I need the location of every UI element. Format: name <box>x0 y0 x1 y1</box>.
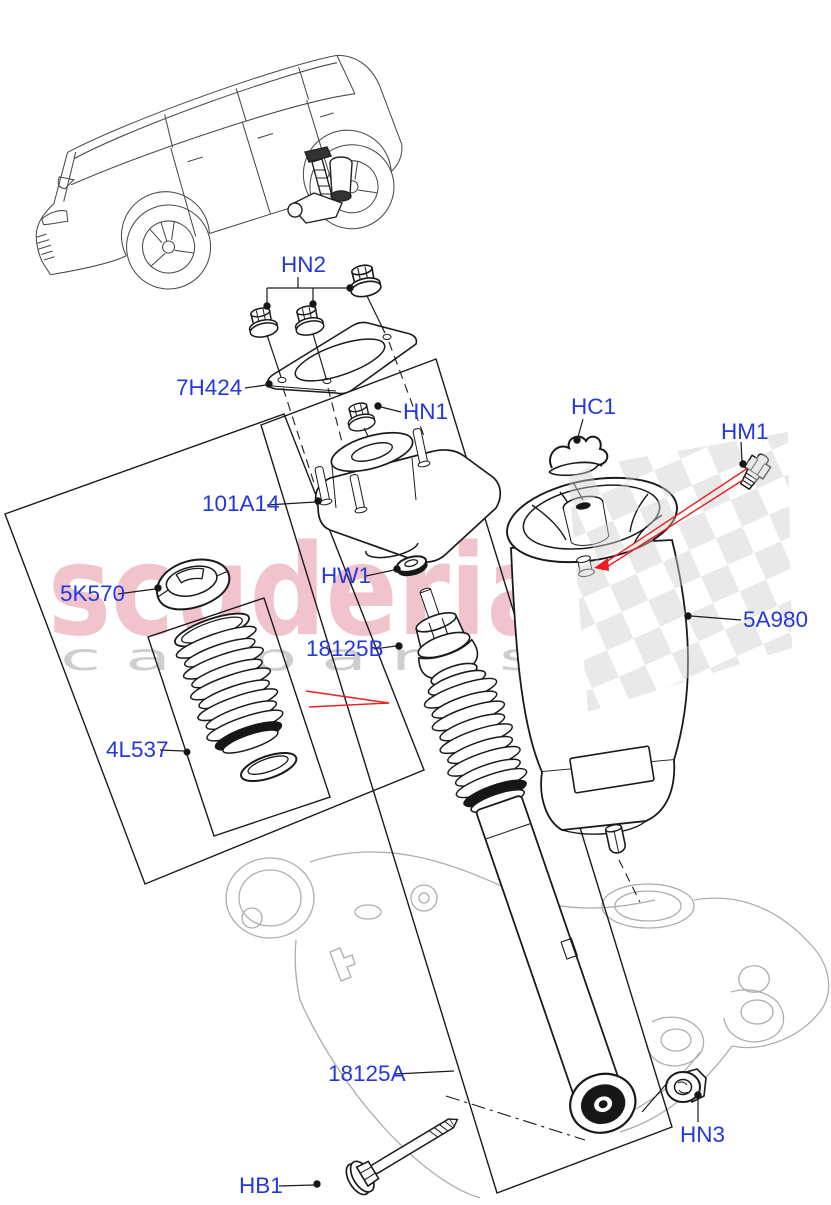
shock-absorber <box>415 587 637 1134</box>
watermark-brand-text: scuderia <box>48 517 558 664</box>
flange-nut-hn1 <box>343 399 378 435</box>
red-arrows <box>305 467 749 708</box>
mount-stud <box>349 474 368 514</box>
boot-kit-4l537 <box>174 612 298 783</box>
part-label-7h424[interactable]: 7H424 <box>176 375 242 400</box>
part-label-hn1[interactable]: HN1 <box>403 399 448 424</box>
part-label-hm1[interactable]: HM1 <box>721 419 769 444</box>
bolt-hb1 <box>345 1118 459 1196</box>
kit-box-inner-4L537 <box>147 597 331 837</box>
leader-lines <box>117 277 747 1188</box>
top-strut-mount <box>314 428 502 563</box>
part-label-18125b[interactable]: 18125B <box>306 636 384 661</box>
part-label-hb1[interactable]: HB1 <box>239 1173 283 1198</box>
gasket-plate <box>266 321 418 395</box>
part-label-hw1[interactable]: HW1 <box>321 563 371 588</box>
flange-nut-1 <box>244 304 280 341</box>
mount-stud <box>412 428 431 468</box>
flange-nut-hn3 <box>641 1068 707 1113</box>
part-code-labels: HN2 7H424 HN1 101A14 HC1 HM1 5K570 HW1 1… <box>60 252 808 1198</box>
mount-stud <box>314 466 333 506</box>
part-label-101a14[interactable]: 101A14 <box>202 491 280 516</box>
shock-box <box>260 358 673 1194</box>
red-arrowhead <box>594 558 609 571</box>
part-label-hn3[interactable]: HN3 <box>680 1122 725 1147</box>
part-label-hc1[interactable]: HC1 <box>571 394 616 419</box>
spring-seat-cap <box>156 558 231 611</box>
vehicle-suspension-callout <box>287 146 353 224</box>
part-label-5k570[interactable]: 5K570 <box>60 581 125 606</box>
checker-flag-watermark <box>568 432 792 712</box>
kit-box-outer <box>4 413 425 885</box>
part-label-5a980[interactable]: 5A980 <box>743 607 808 632</box>
kit-boxes <box>4 358 673 1194</box>
part-label-4l537[interactable]: 4L537 <box>106 737 169 762</box>
part-label-hn2[interactable]: HN2 <box>281 252 326 277</box>
washer-hw1 <box>395 555 428 577</box>
flange-nut-3 <box>345 261 384 300</box>
part-label-18125a[interactable]: 18125A <box>328 1061 406 1086</box>
flange-nut-2 <box>290 302 326 339</box>
air-spring-bottom-pin <box>604 824 626 854</box>
